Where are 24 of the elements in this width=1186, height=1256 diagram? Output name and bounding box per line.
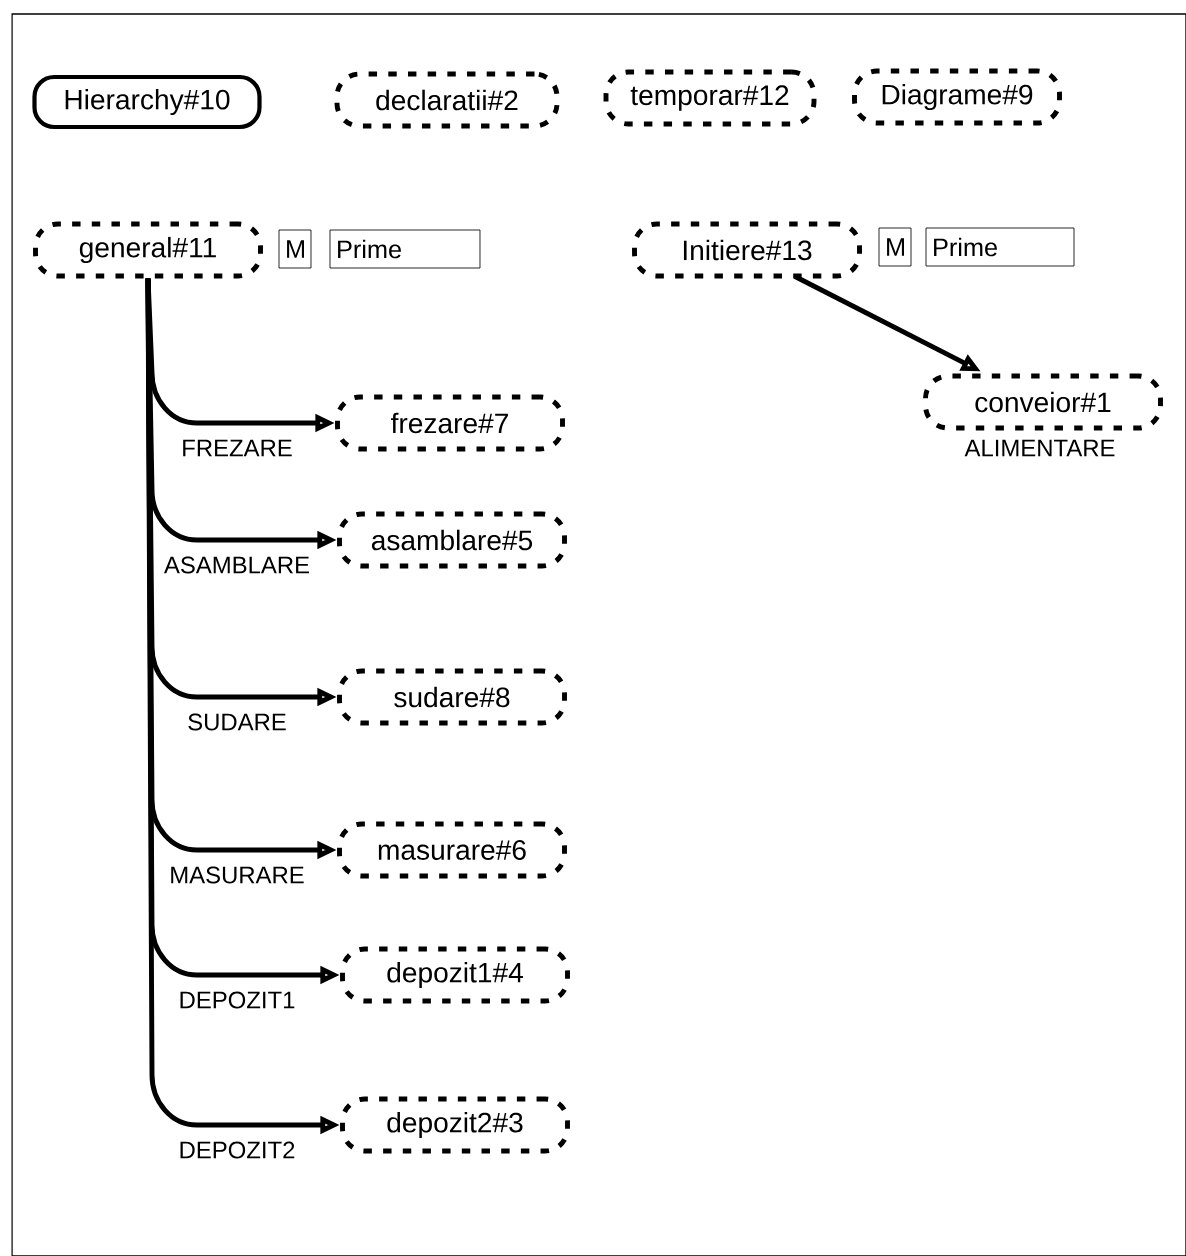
label-box: M <box>278 229 312 269</box>
dashed-rounded-box: sudare#8 <box>337 668 567 726</box>
edge-label: ALIMENTARE <box>963 438 1117 458</box>
dashed-rounded-box: frezare#7 <box>335 394 565 452</box>
edge-label: SUDARE <box>185 712 289 732</box>
dashed-rounded-box: Diagrame#9 <box>852 68 1062 126</box>
dashed-rounded-box: asamblare#5 <box>337 511 567 569</box>
edge-label: DEPOZIT1 <box>177 990 297 1010</box>
dashed-rounded-box: depozit2#3 <box>340 1096 570 1154</box>
dashed-rounded-box: general#11 <box>33 221 263 279</box>
edge-label: FREZARE <box>179 438 295 458</box>
edge-label: ASAMBLARE <box>162 555 312 575</box>
dashed-rounded-box: depozit1#4 <box>340 946 570 1004</box>
edge-label: DEPOZIT2 <box>177 1140 297 1160</box>
dashed-rounded-box: conveior#1 <box>923 373 1163 431</box>
label-box: M <box>878 227 912 267</box>
edge-label: MASURARE <box>167 865 307 885</box>
dashed-rounded-box: masurare#6 <box>337 821 567 879</box>
rounded-box: Hierarchy#10 <box>32 74 262 130</box>
dashed-rounded-box: Initiere#13 <box>632 221 862 279</box>
dashed-rounded-box: temporar#12 <box>603 69 817 127</box>
label-box: Prime <box>329 229 481 269</box>
label-box: Prime <box>925 227 1075 267</box>
dashed-rounded-box: declaratii#2 <box>334 71 560 129</box>
